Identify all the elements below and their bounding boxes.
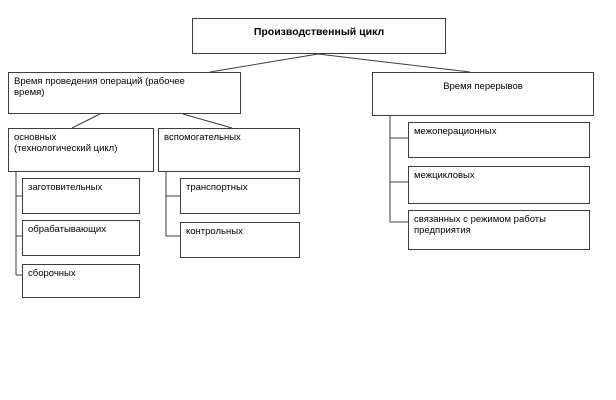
connector-root-work-time: [209, 53, 319, 73]
node-assembly: сборочных: [22, 264, 140, 298]
connector-work-main: [71, 113, 101, 129]
node-breaks-time: Время перерывов: [372, 72, 594, 116]
connector-work-aux: [182, 113, 233, 129]
node-interoperational: межоперационных: [408, 122, 590, 158]
node-auxiliary-operations: вспомогательных: [158, 128, 300, 172]
node-main-operations: основных (технологический цикл): [8, 128, 154, 172]
node-production-cycle: Производственный цикл: [192, 18, 446, 54]
node-work-mode-breaks: связанных с режимом работы предприятия: [408, 210, 590, 250]
node-control: контрольных: [180, 222, 300, 258]
node-transport: транспортных: [180, 178, 300, 214]
node-processing: обрабатывающих: [22, 220, 140, 256]
connector-root-breaks-time: [317, 53, 471, 73]
node-intercycle: межцикловых: [408, 166, 590, 204]
node-procurement: заготовительных: [22, 178, 140, 214]
node-work-time: Время проведения операций (рабочее время…: [8, 72, 241, 114]
